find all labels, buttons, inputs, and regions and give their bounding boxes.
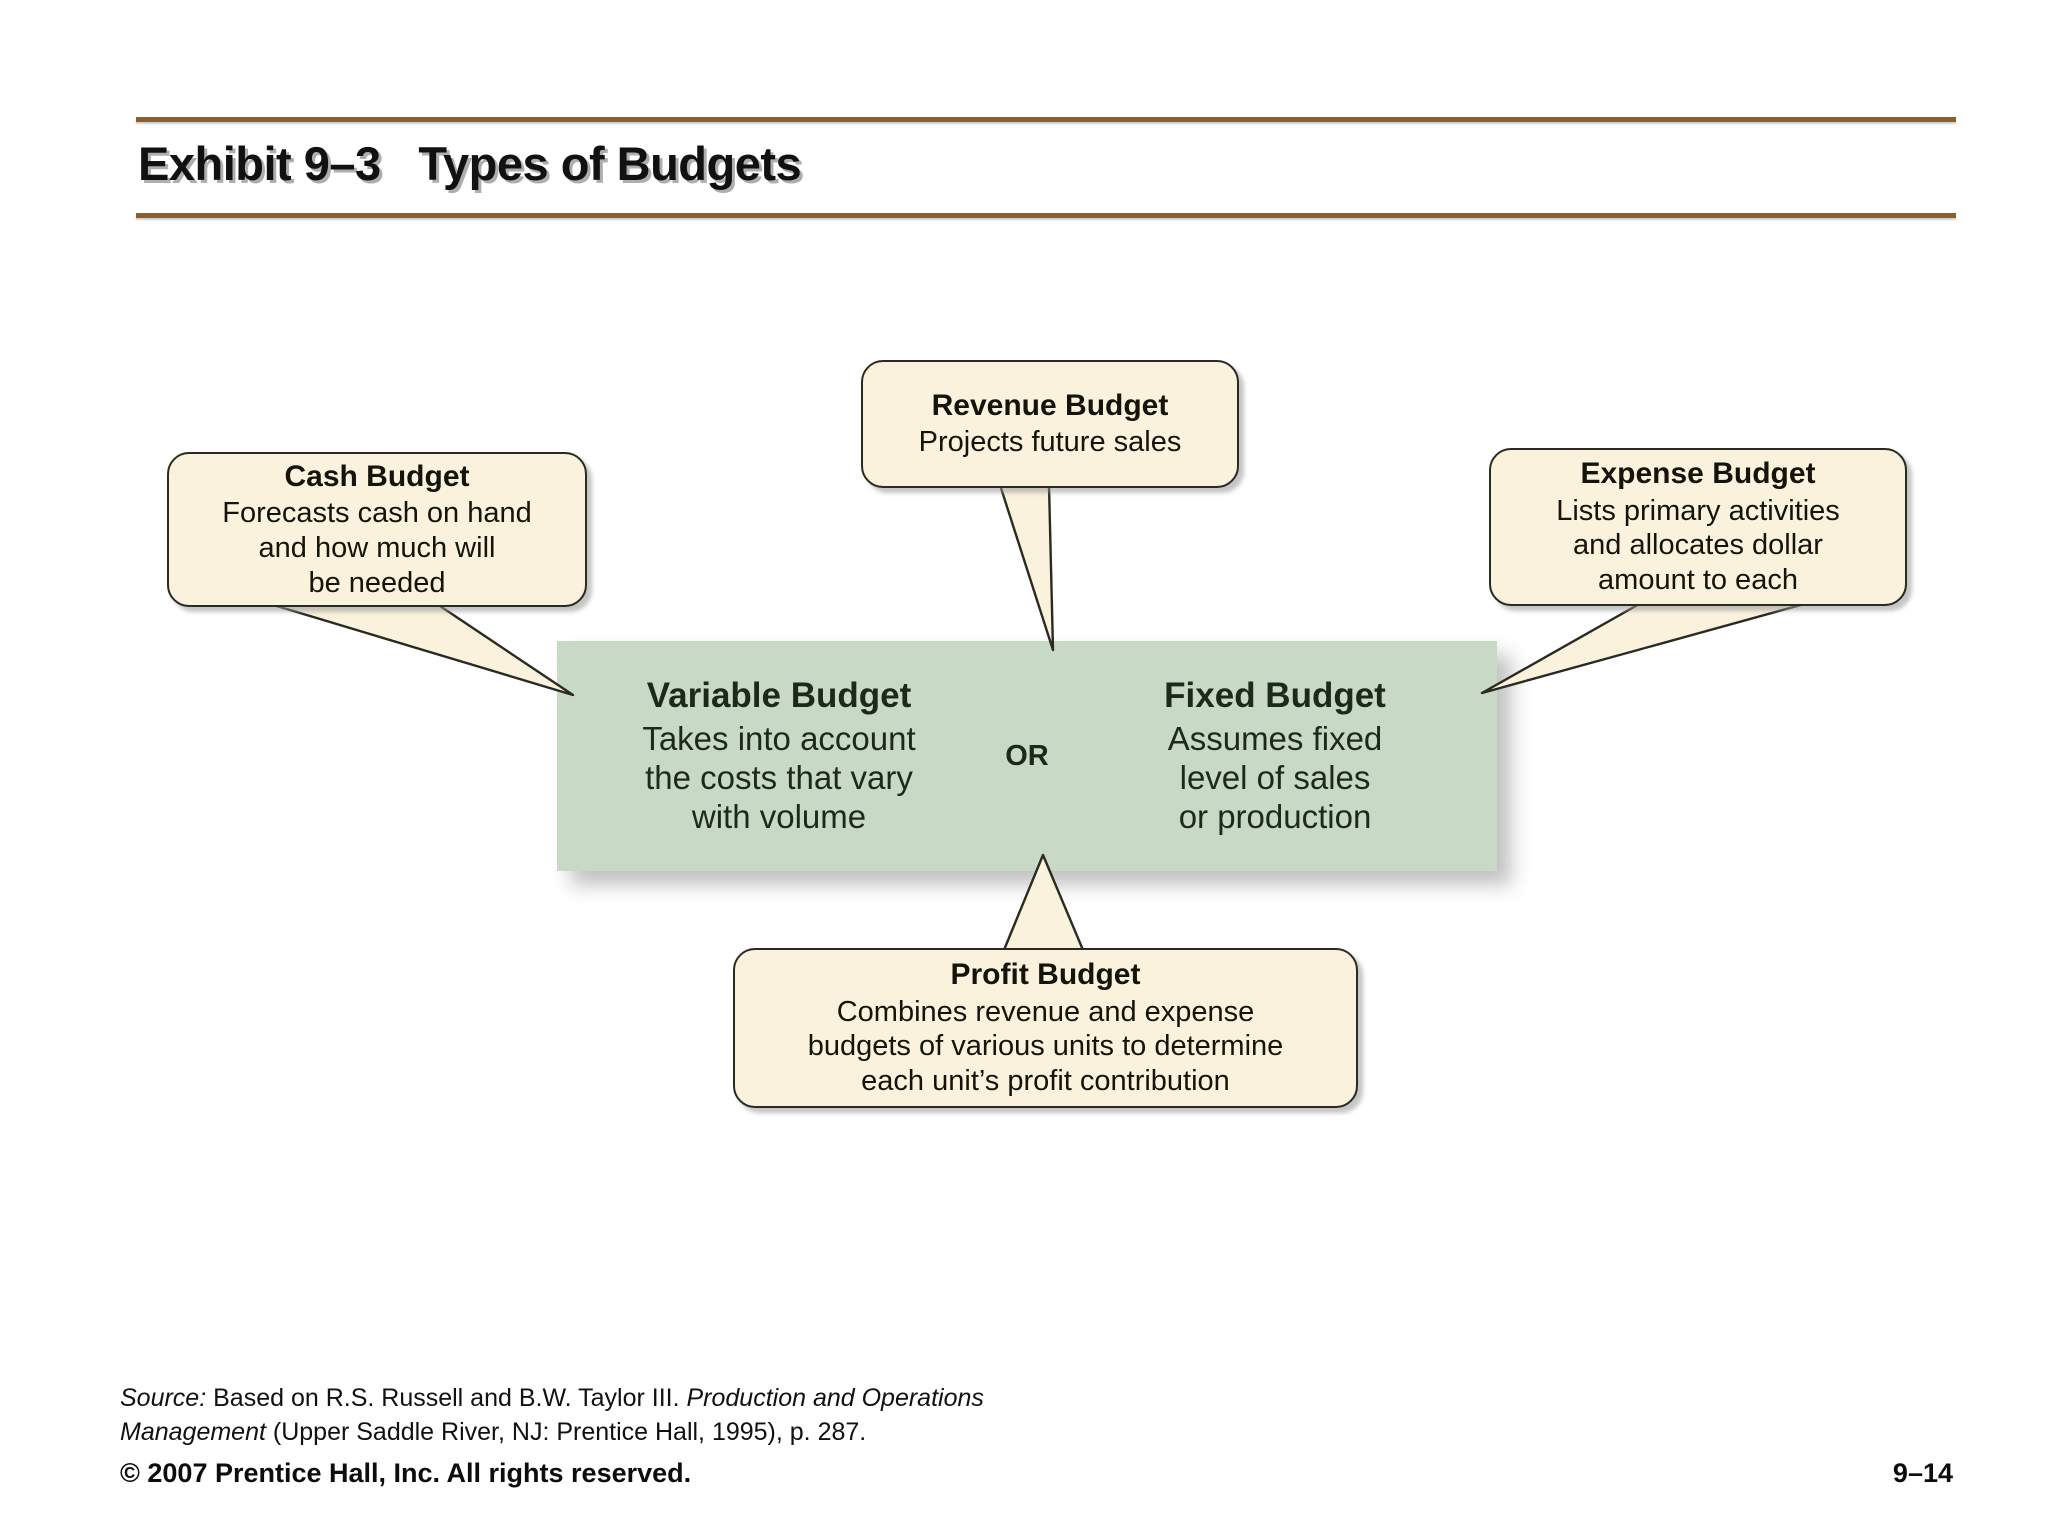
- callout-expense-budget-body: Lists primary activities and allocates d…: [1556, 494, 1840, 597]
- tail-revenue-budget: [998, 483, 1055, 652]
- page-number: 9–14: [1892, 1458, 1953, 1488]
- source-text-1: Based on R.S. Russell and B.W. Taylor II…: [206, 1384, 687, 1412]
- or-connector-label: OR: [1005, 739, 1049, 772]
- callout-cash-budget: Cash Budget Forecasts cash on hand and h…: [167, 452, 587, 607]
- source-work-title: Production and Operations Management: [120, 1384, 984, 1446]
- callout-profit-budget-title: Profit Budget: [950, 958, 1141, 992]
- variable-budget-block: Variable Budget Takes into account the c…: [579, 675, 979, 836]
- callout-profit-budget: Profit Budget Combines revenue and expen…: [733, 948, 1358, 1108]
- header-rule-top: [136, 117, 1956, 122]
- variable-budget-body: Takes into account the costs that vary w…: [642, 719, 916, 835]
- center-budget-box: Variable Budget Takes into account the c…: [557, 641, 1497, 871]
- header-rule-bottom: [136, 213, 1956, 218]
- source-citation: Source: Based on R.S. Russell and B.W. T…: [120, 1382, 1120, 1450]
- tail-profit-budget: [1002, 853, 1085, 952]
- callout-cash-budget-title: Cash Budget: [284, 459, 470, 493]
- callout-revenue-budget-title: Revenue Budget: [931, 388, 1169, 422]
- tail-expense-budget: [1480, 601, 1810, 695]
- callout-expense-budget: Expense Budget Lists primary activities …: [1489, 448, 1907, 606]
- source-text-2: (Upper Saddle River, NJ: Prentice Hall, …: [265, 1417, 867, 1446]
- callout-cash-budget-body: Forecasts cash on hand and how much will…: [222, 497, 532, 599]
- callout-expense-budget-title: Expense Budget: [1580, 457, 1816, 491]
- fixed-budget-block: Fixed Budget Assumes fixed level of sale…: [1075, 675, 1475, 836]
- callout-revenue-budget-body: Projects future sales: [918, 426, 1182, 459]
- variable-budget-title: Variable Budget: [646, 676, 912, 716]
- source-label: Source:: [120, 1384, 207, 1412]
- page-title: Exhibit 9–3 Types of Budgets: [138, 137, 802, 190]
- fixed-budget-title: Fixed Budget: [1164, 676, 1386, 716]
- tail-cash-budget: [268, 602, 575, 697]
- callout-profit-budget-body: Combines revenue and expense budgets of …: [807, 995, 1284, 1098]
- fixed-budget-body: Assumes fixed level of sales or producti…: [1167, 719, 1383, 835]
- copyright-notice: © 2007 Prentice Hall, Inc. All rights re…: [120, 1458, 692, 1488]
- callout-revenue-budget: Revenue Budget Projects future sales: [861, 360, 1239, 488]
